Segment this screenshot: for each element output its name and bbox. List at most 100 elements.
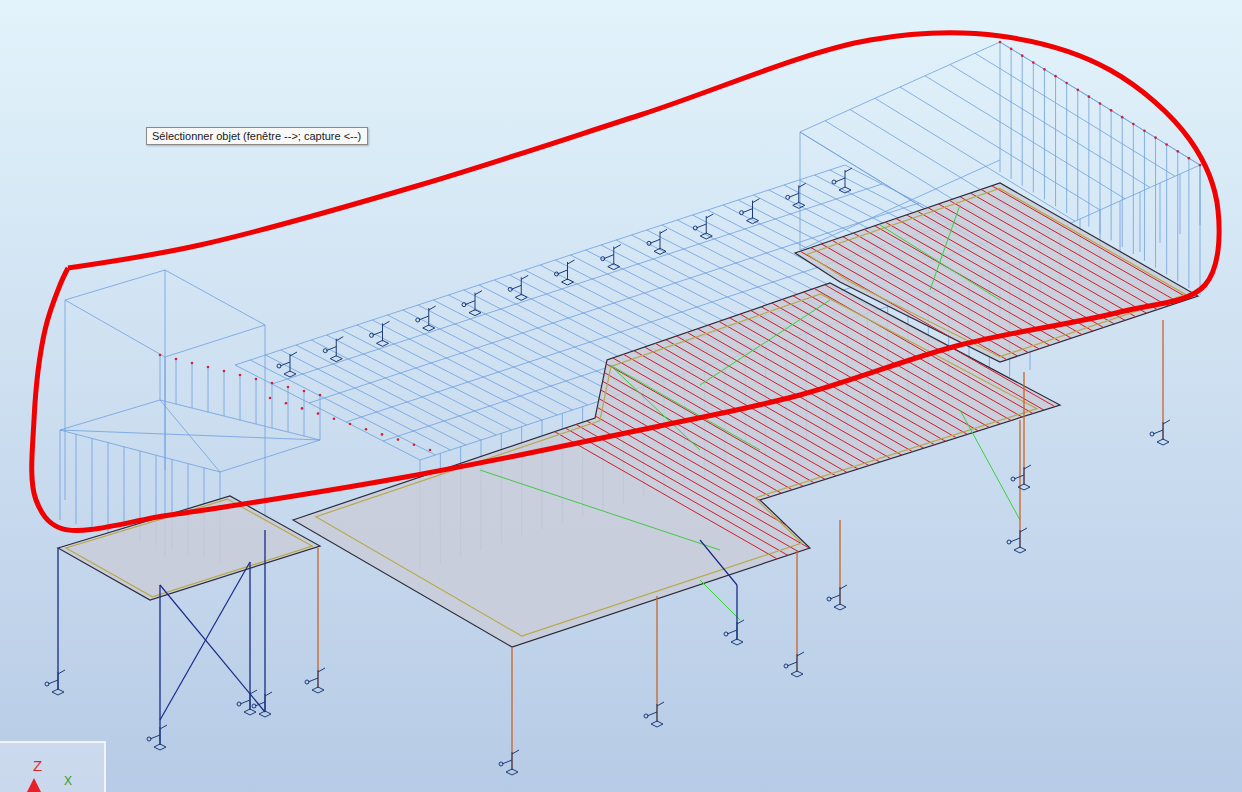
bar	[1019, 420, 1020, 548]
bar	[224, 371, 225, 416]
load-line	[939, 0, 1242, 744]
bar	[160, 400, 220, 472]
bar	[1023, 372, 1024, 485]
bar	[256, 379, 257, 424]
load-line	[616, 0, 1242, 744]
load-line	[1109, 0, 1242, 744]
slab-panel	[0, 0, 1242, 744]
bar	[60, 430, 61, 520]
load-line	[633, 0, 1242, 744]
support-symbol	[508, 275, 528, 300]
support-symbol	[786, 183, 806, 208]
load-line	[0, 0, 1236, 744]
load-line	[956, 0, 1242, 744]
load-line	[837, 0, 1242, 744]
support-symbol	[740, 199, 760, 224]
node-dot	[317, 412, 320, 415]
support-symbol	[1150, 420, 1170, 445]
node-dot	[1065, 82, 1068, 85]
load-line	[1007, 0, 1242, 744]
load-line	[0, 0, 1168, 744]
load-line	[174, 0, 1242, 744]
load-line	[412, 0, 1242, 744]
load-line	[0, 0, 1242, 744]
node-dot	[1143, 130, 1146, 133]
load-line	[446, 0, 1242, 744]
load-line	[1177, 0, 1242, 744]
bar	[736, 585, 737, 640]
load-line	[21, 0, 1242, 744]
load-line	[1075, 0, 1242, 744]
load-line	[4, 0, 1242, 744]
load-line	[89, 0, 1242, 744]
bar	[92, 438, 93, 528]
bar	[403, 310, 588, 405]
support-symbol	[416, 306, 436, 331]
load-line	[0, 0, 1242, 744]
load-line	[1126, 0, 1242, 744]
load-line	[616, 0, 1242, 744]
load-line	[395, 0, 1242, 744]
load-line	[871, 0, 1242, 744]
load-line	[1041, 0, 1242, 744]
load-line	[0, 0, 1151, 744]
load-line	[905, 0, 1242, 744]
load-line	[786, 0, 1242, 744]
load-line	[429, 0, 1242, 744]
node-dot	[1154, 136, 1157, 139]
bar	[108, 443, 109, 533]
bar	[327, 335, 512, 430]
bar	[60, 430, 320, 440]
support-symbol	[784, 652, 804, 677]
bar	[76, 434, 77, 524]
load-line	[1177, 0, 1242, 744]
load-line	[0, 0, 1117, 744]
load-line	[973, 0, 1242, 744]
node-dot	[333, 418, 336, 421]
support-symbol	[1007, 528, 1027, 553]
load-line	[480, 0, 1242, 744]
load-line	[225, 0, 1242, 744]
load-line	[820, 0, 1242, 744]
bar	[975, 53, 1175, 176]
support-symbol	[693, 214, 713, 239]
bar	[1162, 320, 1163, 440]
load-line	[650, 0, 1242, 744]
load-line	[0, 0, 1185, 744]
load-line	[0, 0, 1100, 744]
load-line	[1126, 0, 1242, 744]
load-line	[1143, 0, 1242, 744]
node-dot	[319, 394, 322, 397]
node-dot	[413, 444, 416, 447]
bar	[342, 330, 527, 425]
node-dot	[1188, 157, 1191, 160]
node-dot	[397, 438, 400, 441]
bar	[418, 305, 603, 400]
load-line	[123, 0, 1242, 744]
load-line	[1143, 0, 1242, 744]
bar	[1180, 174, 1181, 234]
bar	[281, 350, 466, 445]
bar	[65, 300, 66, 500]
bar	[511, 647, 512, 770]
bar	[1177, 151, 1178, 281]
load-line	[361, 0, 1242, 744]
load-line	[191, 0, 1242, 744]
load-line	[1211, 0, 1242, 744]
axis-widget	[0, 742, 105, 792]
load-line	[1109, 0, 1242, 744]
load-line	[582, 0, 1242, 744]
load-line	[157, 0, 1242, 744]
load-line	[1109, 0, 1242, 744]
node-dot	[285, 402, 288, 405]
node-dot	[1099, 102, 1102, 105]
load-line	[276, 0, 1242, 744]
node-dot	[1121, 116, 1124, 119]
load-line	[0, 0, 1185, 744]
bar	[320, 395, 321, 440]
bar	[357, 325, 542, 420]
support-symbol	[555, 260, 575, 285]
support-symbol	[277, 352, 297, 377]
load-line	[89, 0, 1242, 744]
